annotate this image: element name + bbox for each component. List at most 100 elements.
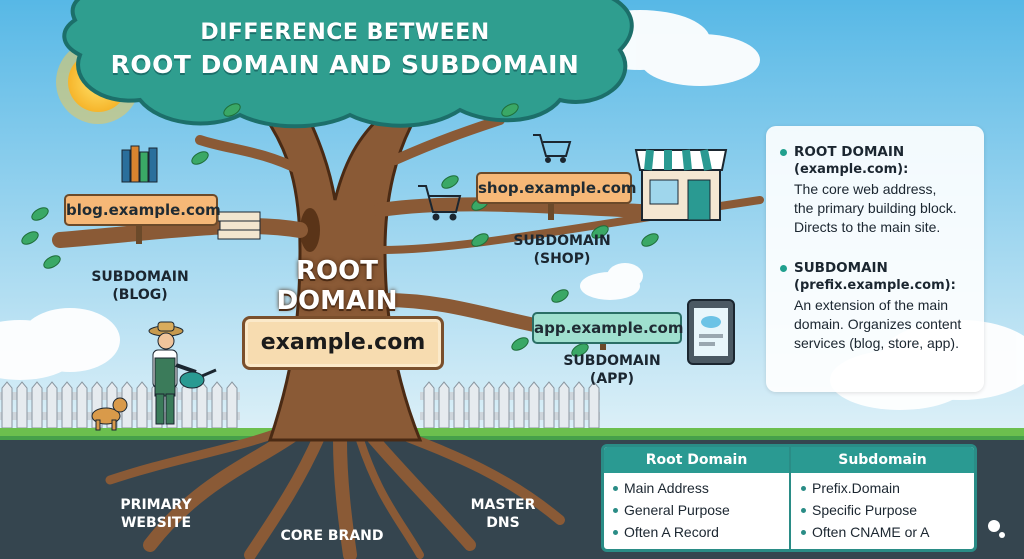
bullet-dot bbox=[613, 508, 618, 513]
blog-caption-line-2: (BLOG) bbox=[112, 287, 168, 303]
fence-picket bbox=[453, 381, 465, 429]
shopping-cart-icon bbox=[418, 134, 572, 221]
primary-website-label: PRIMARY WEBSITE bbox=[96, 496, 216, 532]
root-desc-line-1: The core web address, bbox=[794, 181, 937, 197]
sub-definition-text: An extension of the main domain. Organiz… bbox=[780, 296, 980, 353]
table-row: General Purpose bbox=[610, 499, 730, 521]
header-subdomain: Subdomain bbox=[838, 452, 927, 468]
title-line-2: ROOT DOMAIN AND SUBDOMAIN bbox=[110, 50, 580, 79]
fence-picket bbox=[76, 381, 88, 429]
fence-picket bbox=[513, 381, 525, 429]
fence-picket bbox=[46, 381, 58, 429]
fence-picket bbox=[136, 381, 148, 429]
blog-subdomain-sign: blog.example.com bbox=[64, 194, 221, 226]
fence-picket bbox=[196, 381, 208, 429]
fence-picket bbox=[31, 381, 43, 429]
fence-picket bbox=[483, 381, 495, 429]
dog-figure bbox=[91, 397, 128, 431]
cell-text: Often CNAME or A Record bbox=[812, 524, 929, 549]
core-brand-label: CORE BRAND bbox=[280, 528, 384, 544]
comparison-table: Root Domain Subdomain Main Address Gener… bbox=[601, 444, 977, 552]
root-desc-line-3: Directs to the main site. bbox=[794, 219, 941, 235]
fence-picket bbox=[211, 381, 223, 429]
sign-post bbox=[548, 200, 554, 220]
title-line-1: DIFFERENCE BETWEEN bbox=[200, 20, 490, 45]
fence-picket bbox=[498, 381, 510, 429]
root-definition-heading: ROOT DOMAIN bbox=[780, 144, 980, 161]
shop-caption: SUBDOMAIN (SHOP) bbox=[492, 232, 632, 268]
table-divider bbox=[789, 447, 791, 549]
fence-picket bbox=[558, 381, 570, 429]
fence-picket bbox=[468, 381, 480, 429]
root-heading-line-1: ROOT bbox=[296, 256, 378, 286]
fence-picket bbox=[573, 381, 585, 429]
shop-subdomain-sign: shop.example.com bbox=[476, 172, 637, 204]
subdomain-definition: SUBDOMAIN (prefix.example.com): An exten… bbox=[780, 260, 980, 353]
fence-picket bbox=[1, 381, 13, 429]
storefront-icon bbox=[634, 149, 728, 221]
sub-definition-title: SUBDOMAIN bbox=[794, 260, 888, 276]
primary-label-line-1: PRIMARY bbox=[120, 497, 192, 513]
blog-caption-line-1: SUBDOMAIN bbox=[91, 269, 189, 285]
master-label-line-2: DNS bbox=[486, 515, 520, 531]
bullet-dot bbox=[801, 486, 806, 491]
fence-picket bbox=[438, 381, 450, 429]
bullet-dot bbox=[780, 265, 787, 272]
tablet-icon bbox=[687, 299, 735, 365]
shop-caption-line-2: (SHOP) bbox=[533, 251, 591, 267]
shop-caption-line-1: SUBDOMAIN bbox=[513, 233, 611, 249]
definitions-panel: ROOT DOMAIN (example.com): The core web … bbox=[766, 126, 984, 392]
bullet-dot bbox=[780, 149, 787, 156]
table-row: Often A Record bbox=[610, 521, 730, 543]
root-definition-example: (example.com): bbox=[794, 162, 909, 177]
cell-text: Often A Record bbox=[624, 524, 719, 540]
leaf-icon bbox=[511, 337, 529, 351]
gardener-figure bbox=[148, 321, 217, 425]
leaf-icon bbox=[31, 207, 49, 221]
fence-picket bbox=[423, 381, 435, 429]
leaf-icon bbox=[191, 151, 209, 165]
leaf-icon bbox=[21, 231, 39, 245]
leaf-icon bbox=[441, 175, 459, 189]
header-root-domain: Root Domain bbox=[645, 452, 748, 468]
master-label-line-1: MASTER bbox=[470, 497, 536, 513]
app-caption: SUBDOMAIN (APP) bbox=[542, 352, 682, 388]
brand-logo-icon bbox=[988, 520, 1005, 538]
primary-label-line-2: WEBSITE bbox=[120, 515, 192, 531]
root-domain-column: Main Address General Purpose Often A Rec… bbox=[610, 477, 730, 543]
root-heading-line-2: DOMAIN bbox=[276, 286, 398, 316]
cell-text: Main Address bbox=[624, 480, 709, 496]
tree-knot bbox=[300, 208, 320, 252]
leaf-icon bbox=[471, 233, 489, 247]
sub-definition-heading: SUBDOMAIN bbox=[780, 260, 980, 277]
app-caption-line-1: SUBDOMAIN bbox=[563, 353, 661, 369]
table-row: Specific Purpose bbox=[798, 499, 974, 521]
cell-text: General Purpose bbox=[624, 502, 730, 518]
table-row: Main Address bbox=[610, 477, 730, 499]
tree-canopy bbox=[62, 0, 634, 129]
leaf-icon bbox=[43, 255, 61, 269]
leaf-icon bbox=[571, 343, 589, 357]
sub-desc-line-3: services (blog, store, app). bbox=[794, 335, 959, 351]
books-icon bbox=[121, 145, 261, 240]
sign-post bbox=[136, 220, 142, 244]
master-dns-label: MASTER DNS bbox=[448, 496, 558, 532]
app-subdomain-sign: app.example.com bbox=[532, 312, 683, 344]
fence-picket bbox=[528, 381, 540, 429]
fence-picket bbox=[16, 381, 28, 429]
app-caption-line-2: (APP) bbox=[589, 371, 635, 387]
sign-post bbox=[600, 340, 606, 350]
fence-picket bbox=[226, 381, 238, 429]
bullet-dot bbox=[801, 508, 806, 513]
sub-desc-line-2: domain. Organizes content bbox=[794, 316, 962, 332]
sub-definition-example: (prefix.example.com): bbox=[794, 278, 956, 293]
root-definition-title: ROOT DOMAIN bbox=[794, 144, 905, 160]
page-title: DIFFERENCE BETWEEN ROOT DOMAIN AND SUBDO… bbox=[110, 18, 580, 82]
root-domain-heading: ROOT DOMAIN bbox=[262, 256, 412, 316]
bullet-dot bbox=[801, 530, 806, 535]
cell-text: Specific Purpose bbox=[812, 502, 918, 518]
bullet-dot bbox=[613, 486, 618, 491]
root-definition-text: The core web address, the primary buildi… bbox=[780, 180, 980, 237]
cell-text: Prefix.Domain bbox=[812, 480, 900, 496]
blog-caption: SUBDOMAIN (BLOG) bbox=[70, 268, 210, 304]
